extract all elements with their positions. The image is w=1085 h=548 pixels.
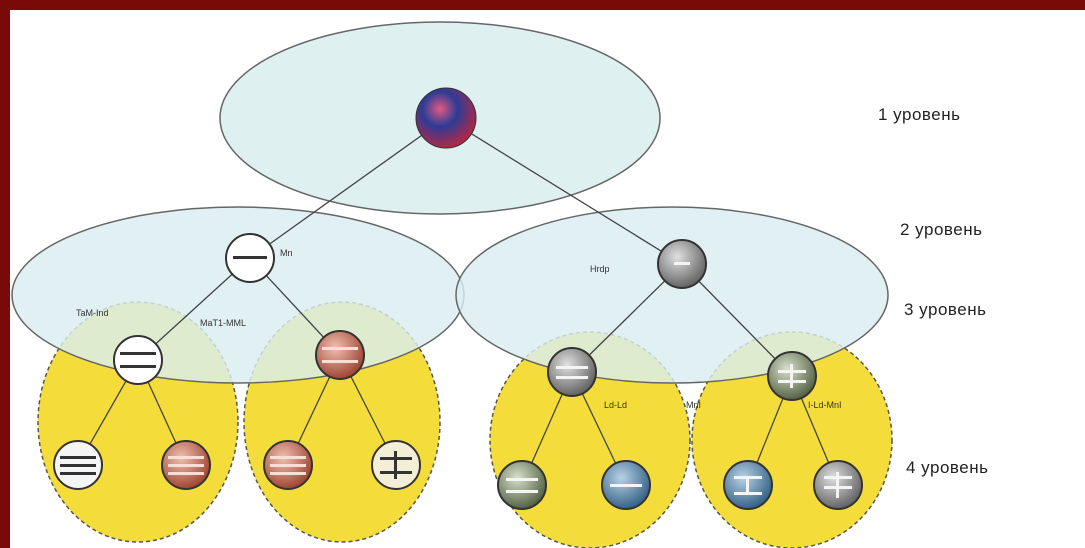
label-right-leaf-2: MnI [686, 400, 701, 410]
node-level3-1 [114, 336, 162, 384]
node-level4-1 [54, 441, 102, 489]
label-right-leaf-3: I-Ld-MnI [808, 400, 842, 410]
node-left-level2 [226, 234, 274, 282]
node-level4-2 [162, 441, 210, 489]
node-level3-3 [548, 348, 596, 396]
label-left-branch-2: MaT1-MML [200, 318, 246, 328]
node-level4-6 [602, 461, 650, 509]
diagram-frame: Mn Hrdp TaM-Ind MaT1-MML Ld-Ld MnI I-Ld-… [10, 10, 1085, 548]
label-left-level2: Mn [280, 248, 293, 258]
level-3-label: 3 уровень [904, 300, 986, 320]
node-level3-4 [768, 352, 816, 400]
label-right-leaf-1: Ld-Ld [604, 400, 627, 410]
root-node [416, 88, 476, 148]
node-level4-3 [264, 441, 312, 489]
node-level4-5 [498, 461, 546, 509]
level-1-label: 1 уровень [878, 105, 960, 125]
node-level4-4 [372, 441, 420, 489]
level-4-label: 4 уровень [906, 458, 988, 478]
level2-ellipse-left [12, 207, 464, 383]
node-level4-8 [814, 461, 862, 509]
level-2-label: 2 уровень [900, 220, 982, 240]
label-right-level2: Hrdp [590, 264, 610, 274]
node-right-level2 [658, 240, 706, 288]
level2-ellipse-right [456, 207, 888, 383]
node-level3-2 [316, 331, 364, 379]
label-left-branch-1: TaM-Ind [76, 308, 109, 318]
node-level4-7 [724, 461, 772, 509]
